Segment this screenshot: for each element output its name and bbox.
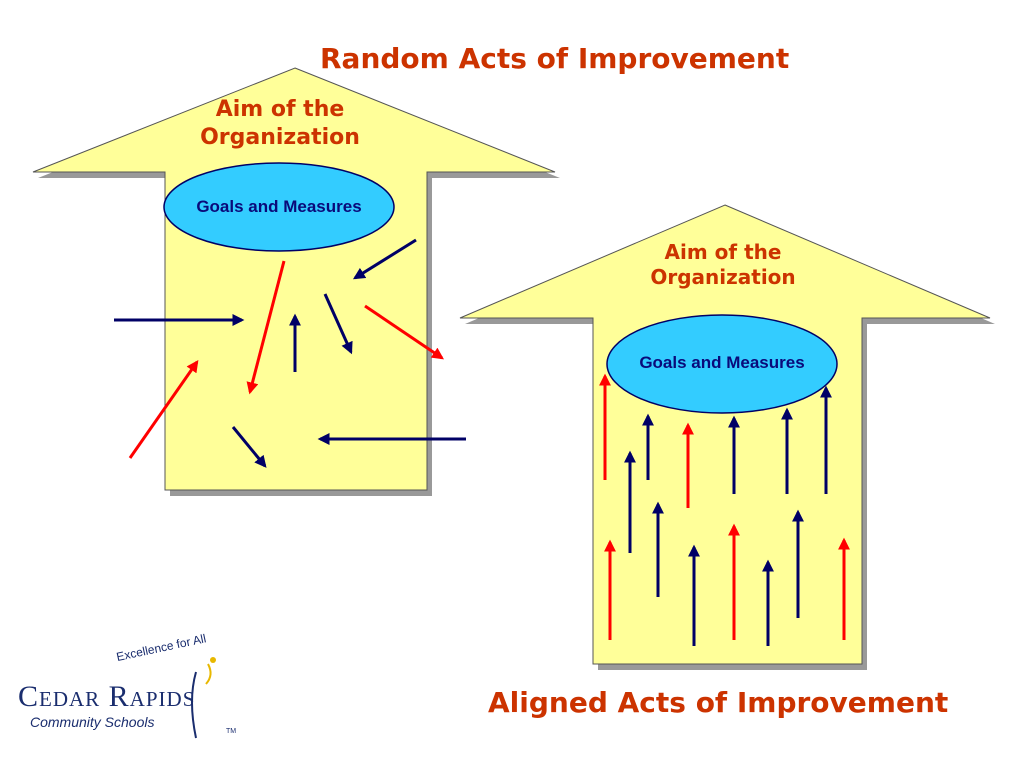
right-aim-line1: Aim of the [664,240,782,264]
left-arrow-shape [32,67,560,496]
left-goals-label: Goals and Measures [196,197,362,216]
logo-subtitle: Community Schools [30,714,155,730]
left-aim-line2: Organization [200,124,360,150]
right-goals-label: Goals and Measures [639,353,805,372]
logo-trademark: TM [226,728,237,735]
random-arrow-navy [352,238,417,280]
left-aim-line1: Aim of the [215,97,345,122]
right-aim-line2: Organization [650,265,796,289]
logo-swoosh-icon [191,657,216,739]
left-goals-ellipse [163,162,395,252]
random-acts-title: Random Acts of Improvement [320,42,790,75]
right-aim-label: Aim of the Organization [603,240,843,290]
logo-name: Cedar Rapids [18,680,196,713]
random-arrows [114,238,466,468]
random-arrow-red [128,360,199,459]
right-arrow-shape [459,204,995,670]
random-arrow-navy [323,293,353,355]
random-arrow-red [364,304,444,360]
aligned-arrows [599,373,850,646]
right-goals-ellipse [606,314,838,414]
random-arrow-navy [231,426,267,468]
left-aim-label: Aim of the Organization [160,96,400,151]
aligned-acts-title: Aligned Acts of Improvement [488,686,949,719]
random-arrow-red [246,260,286,395]
